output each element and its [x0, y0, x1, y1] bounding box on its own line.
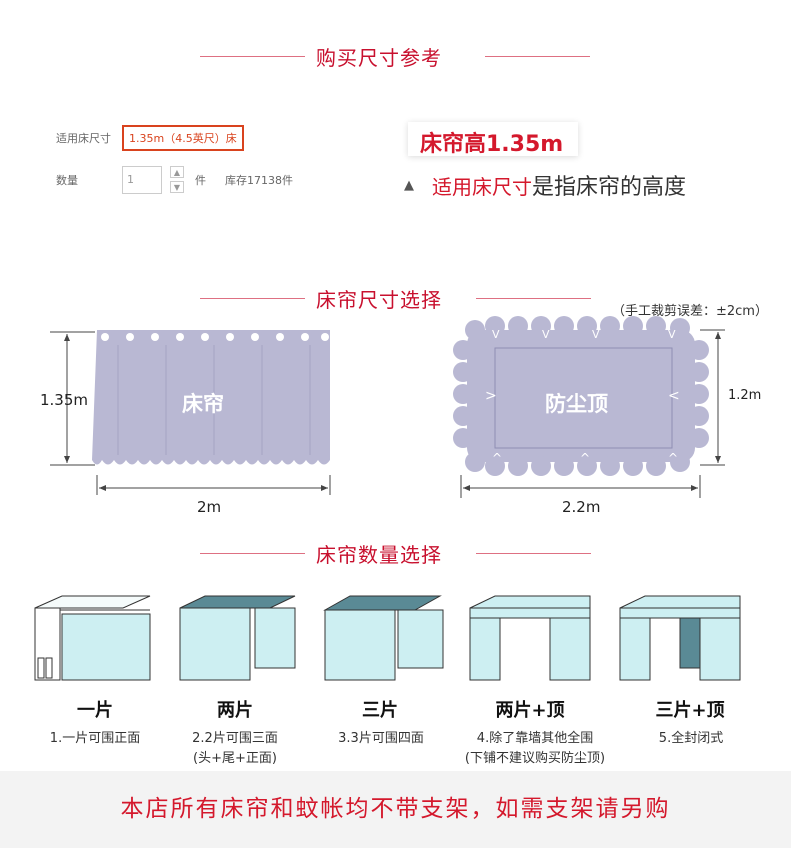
note-desc: 适用床尺寸是指床帘的高度	[432, 169, 686, 201]
type-three-piece-top-illustration	[619, 595, 741, 681]
canopy-arrow-right: <	[668, 388, 680, 404]
type-desc-two-top: 4.除了靠墙其他全围 (下铺不建议购买防尘顶)	[440, 729, 630, 769]
note-desc-rest: 是指床帘的高度	[532, 175, 687, 200]
quantity-decrease-button[interactable]: ▼	[170, 181, 184, 193]
section-divider-left	[200, 553, 305, 554]
type-label-three: 三片	[362, 700, 398, 721]
height-title-box: 床帘高1.35m	[408, 122, 578, 157]
curtain-types-illustration	[34, 595, 741, 681]
section-title-qty-select: 床帘数量选择	[316, 543, 442, 567]
note-desc-red: 适用床尺寸	[432, 175, 532, 199]
curtain-height: 1.35m	[40, 391, 89, 409]
stock-count: 库存17138件	[225, 174, 293, 187]
curtain-panel	[92, 330, 330, 465]
canopy-arrow-top-1: V	[492, 328, 500, 341]
type-desc-three-top-line1: 5.全封闭式	[658, 731, 724, 746]
curtain-width: 2m	[197, 498, 222, 516]
triangle-icon: ▲	[404, 178, 414, 193]
type-desc-three-line1: 3.3片可围四面	[338, 731, 424, 746]
section-divider-left	[200, 298, 305, 299]
type-label-two-top: 两片+顶	[495, 700, 565, 721]
type-desc-one: 1.一片可围正面	[0, 729, 190, 749]
type-label-three-top: 三片+顶	[655, 700, 725, 721]
canopy-arrow-top-4: V	[668, 328, 676, 341]
curtain-label: 床帘	[182, 392, 224, 416]
canopy-width: 2.2m	[562, 498, 601, 516]
type-desc-two-line2: (头+尾+正面)	[193, 751, 277, 766]
section-divider-right	[476, 553, 591, 554]
quantity-input[interactable]: 1	[122, 166, 162, 194]
bed-size-option[interactable]: 1.35m（4.5英尺）床	[122, 125, 244, 151]
section-divider-right	[485, 56, 590, 57]
type-desc-one-line1: 1.一片可围正面	[49, 731, 141, 746]
canopy-height: 1.2m	[728, 388, 762, 403]
section-title-buy-size: 购买尺寸参考	[316, 46, 442, 70]
type-desc-two: 2.2片可围三面 (头+尾+正面)	[140, 729, 330, 769]
type-label-one: 一片	[77, 700, 113, 721]
canopy-arrow-top-3: V	[592, 328, 600, 341]
section-title-size-select: 床帘尺寸选择	[316, 288, 442, 312]
type-desc-two-line1: 2.2片可围三面	[192, 731, 278, 746]
type-desc-three: 3.3片可围四面	[286, 729, 476, 749]
height-title: 床帘高1.35m	[420, 132, 564, 157]
type-one-piece-illustration	[34, 595, 151, 681]
quantity-increase-button[interactable]: ▲	[170, 166, 184, 178]
type-three-piece-illustration	[323, 595, 444, 681]
canopy-panel	[453, 316, 709, 476]
size-diagram	[50, 316, 725, 498]
canopy-arrow-top-2: V	[542, 328, 550, 341]
canopy-arrow-bottom-2: ^	[580, 451, 591, 465]
section-divider-left	[200, 56, 305, 57]
type-two-piece-top-illustration	[469, 595, 591, 681]
bed-size-label: 适用床尺寸	[56, 132, 111, 145]
canopy-arrow-bottom-3: ^	[668, 451, 679, 465]
footer-notice: 本店所有床帘和蚊帐均不带支架，如需支架请另购	[120, 796, 671, 822]
canopy-arrow-left: >	[485, 388, 497, 404]
quantity-label: 数量	[56, 174, 78, 187]
type-desc-three-top: 5.全封闭式	[596, 729, 786, 749]
footer-banner: 本店所有床帘和蚊帐均不带支架，如需支架请另购	[0, 771, 791, 848]
quantity-unit: 件	[195, 174, 206, 187]
type-two-piece-illustration	[179, 595, 296, 681]
section-divider-right	[476, 298, 591, 299]
canopy-label: 防尘顶	[545, 392, 608, 416]
canopy-arrow-bottom-1: ^	[492, 451, 503, 465]
tolerance-note: （手工裁剪误差：±2cm）	[612, 304, 768, 319]
type-label-two: 两片	[217, 700, 253, 721]
type-desc-two-top-line2: (下铺不建议购买防尘顶)	[464, 751, 606, 766]
type-desc-two-top-line1: 4.除了靠墙其他全围	[476, 731, 594, 746]
